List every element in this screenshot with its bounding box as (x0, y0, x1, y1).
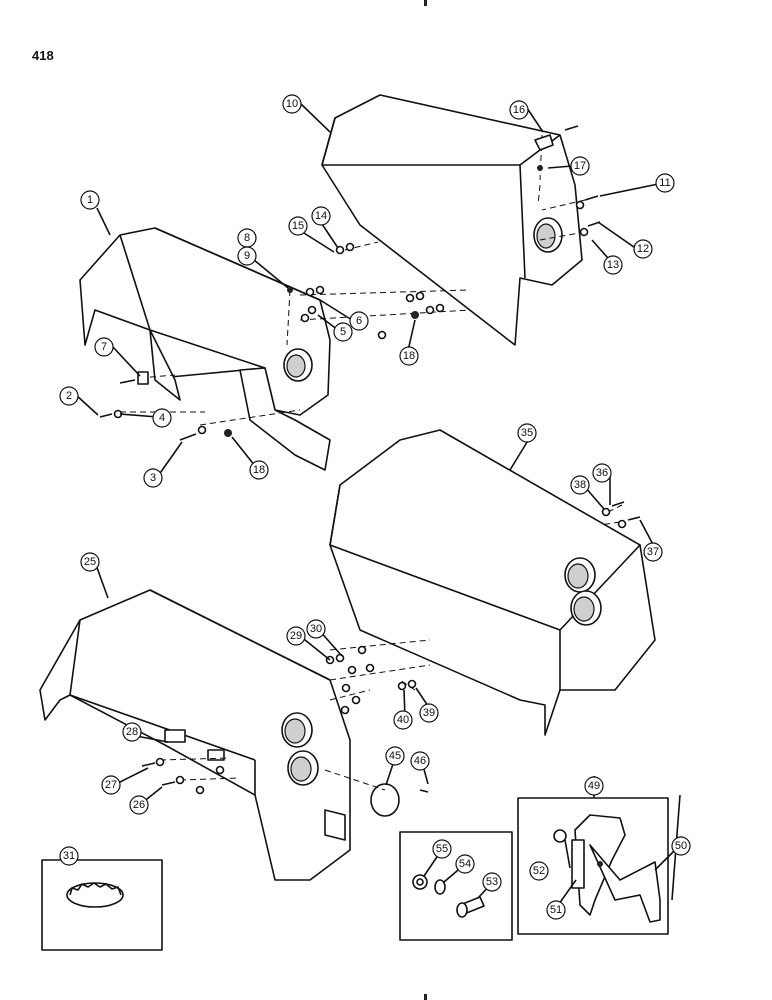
svg-text:14: 14 (315, 210, 327, 222)
svg-text:10: 10 (286, 98, 298, 110)
round-cover-part-45 (370, 783, 400, 817)
svg-text:52: 52 (533, 865, 545, 877)
hood-part-25 (39, 589, 351, 881)
assembly-lines (120, 134, 623, 791)
inset-box-31 (41, 859, 163, 951)
svg-text:45: 45 (389, 750, 401, 762)
svg-text:1: 1 (87, 194, 93, 206)
svg-text:50: 50 (675, 840, 687, 852)
callout-55: 55 (432, 839, 452, 859)
callout-7: 7 (94, 337, 114, 357)
callout-54: 54 (455, 854, 475, 874)
callout-50: 50 (671, 836, 691, 856)
svg-text:18: 18 (253, 464, 265, 476)
callout-1: 1 (80, 190, 100, 210)
callout-18: 18 (399, 346, 419, 366)
inset-box-49 (517, 797, 669, 935)
callout-13: 13 (603, 255, 623, 275)
svg-text:54: 54 (459, 858, 471, 870)
callout-4: 4 (152, 408, 172, 428)
callout-28: 28 (122, 722, 142, 742)
svg-text:12: 12 (637, 243, 649, 255)
callout-37: 37 (643, 542, 663, 562)
callout-35: 35 (517, 423, 537, 443)
callout-25: 25 (80, 552, 100, 572)
callout-29: 29 (286, 626, 306, 646)
callout-17: 17 (570, 156, 590, 176)
svg-text:38: 38 (574, 479, 586, 491)
callout-30: 30 (306, 619, 326, 639)
svg-text:9: 9 (244, 250, 250, 262)
callout-16: 16 (509, 100, 529, 120)
svg-text:28: 28 (126, 726, 138, 738)
callout-15: 15 (288, 216, 308, 236)
callout-9: 9 (237, 246, 257, 266)
callout-40: 40 (393, 710, 413, 730)
svg-text:29: 29 (290, 630, 302, 642)
callout-27: 27 (101, 775, 121, 795)
svg-text:25: 25 (84, 556, 96, 568)
callout-2: 2 (59, 386, 79, 406)
callout-53: 53 (482, 872, 502, 892)
page-number: 418 (32, 48, 54, 63)
svg-text:46: 46 (414, 755, 426, 767)
svg-text:6: 6 (356, 315, 362, 327)
fastener-hardware (99, 125, 641, 795)
svg-text:11: 11 (659, 177, 670, 189)
svg-text:27: 27 (105, 779, 117, 791)
svg-text:49: 49 (588, 780, 600, 792)
inset-box-hardware (399, 831, 513, 941)
callout-45: 45 (385, 746, 405, 766)
svg-text:3: 3 (150, 472, 156, 484)
callout-8: 8 (237, 228, 257, 248)
callout-5: 5 (333, 322, 353, 342)
svg-text:2: 2 (66, 390, 72, 402)
svg-text:18: 18 (403, 350, 415, 362)
callout-39: 39 (419, 703, 439, 723)
callout-26: 26 (129, 795, 149, 815)
svg-text:40: 40 (397, 714, 409, 726)
callout-52: 52 (529, 861, 549, 881)
callout-10: 10 (282, 94, 302, 114)
hood-part-1 (79, 227, 331, 471)
callout-3: 3 (143, 468, 163, 488)
svg-text:37: 37 (647, 546, 659, 558)
svg-text:51: 51 (550, 904, 562, 916)
callout-46: 46 (410, 751, 430, 771)
svg-text:4: 4 (159, 412, 165, 424)
svg-text:8: 8 (244, 232, 250, 244)
svg-text:5: 5 (340, 326, 346, 338)
svg-text:36: 36 (596, 467, 608, 479)
callout-18-lower: 18 (249, 460, 269, 480)
callout-11: 11 (655, 173, 675, 193)
svg-text:30: 30 (310, 623, 322, 635)
svg-text:13: 13 (607, 259, 619, 271)
svg-text:31: 31 (63, 850, 75, 862)
callout-14: 14 (311, 206, 331, 226)
svg-text:55: 55 (436, 843, 448, 855)
callout-31: 31 (59, 846, 79, 866)
callout-38: 38 (570, 475, 590, 495)
svg-text:16: 16 (513, 104, 525, 116)
svg-text:39: 39 (423, 707, 435, 719)
svg-text:7: 7 (101, 341, 107, 353)
svg-text:17: 17 (574, 160, 586, 172)
panel-part-35 (329, 429, 656, 736)
callout-36: 36 (592, 463, 612, 483)
callout-12: 12 (633, 239, 653, 259)
panel-part-10 (321, 94, 583, 346)
callout-49: 49 (584, 776, 604, 796)
callout-51: 51 (546, 900, 566, 920)
svg-text:15: 15 (292, 220, 304, 232)
svg-text:26: 26 (133, 799, 145, 811)
callout-6: 6 (349, 311, 369, 331)
svg-text:35: 35 (521, 427, 533, 439)
svg-text:53: 53 (486, 876, 498, 888)
